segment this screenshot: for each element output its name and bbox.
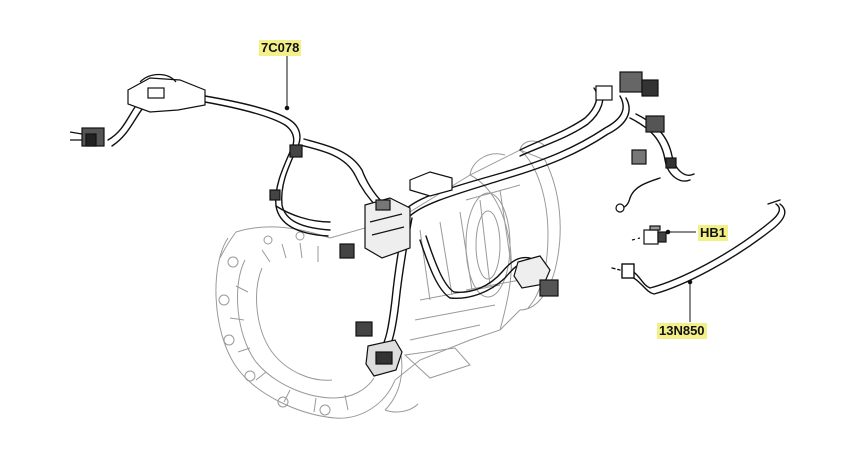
pigtail-sensor-end — [615, 203, 625, 213]
connector-front-mid — [355, 321, 373, 337]
connector-lower-left — [339, 243, 355, 259]
connector-top-right — [595, 71, 677, 169]
transmission-housing — [215, 140, 561, 419]
vent-tube-13n850 — [611, 199, 786, 295]
clip-upper-left — [289, 144, 303, 158]
connector-top-left — [127, 73, 206, 113]
callout-vent-tube: 13N850 — [657, 323, 707, 339]
callout-wiring-harness: 7C078 — [259, 40, 302, 56]
harness-connectors — [69, 71, 677, 377]
callout-sensor: HB1 — [698, 225, 729, 241]
connector-left-small — [69, 127, 105, 147]
connector-right-lower — [513, 255, 559, 297]
connector-valve-body — [364, 197, 411, 259]
sensor-hb1 — [631, 225, 667, 245]
leader-lines — [284, 56, 696, 322]
connector-front-lower — [365, 339, 403, 377]
clip-mid-left — [269, 189, 281, 201]
bracket-top — [409, 171, 453, 197]
